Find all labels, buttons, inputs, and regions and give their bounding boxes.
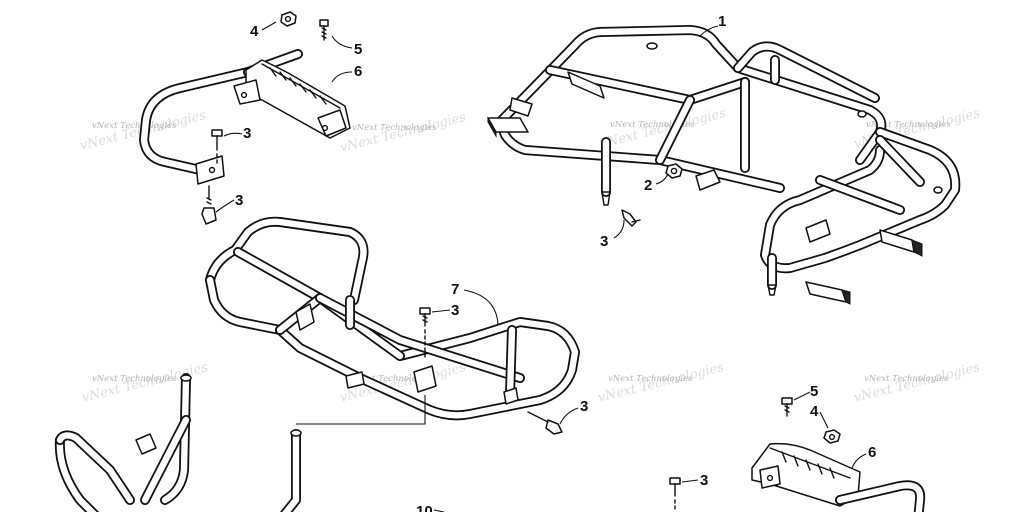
callout-3-front-right: 3 <box>580 398 588 415</box>
callout-5-right: 5 <box>810 383 818 400</box>
callout-4-right: 4 <box>810 403 819 420</box>
callout-3-left-lower: 3 <box>235 192 243 209</box>
nut-right <box>823 429 841 444</box>
bolt-front-top <box>419 307 431 361</box>
watermark-6: vNext Technologies <box>350 374 435 384</box>
callout-3-rear: 3 <box>600 233 608 250</box>
footrest-right <box>751 442 926 512</box>
watermark-1: vNext Technologies <box>92 121 177 131</box>
nut-rear <box>665 163 683 179</box>
callout-leaders <box>215 21 867 512</box>
bolt-rear <box>621 209 641 227</box>
callout-5-left: 5 <box>354 41 362 58</box>
bolt-front-right <box>527 411 563 435</box>
footrest-left <box>139 49 351 185</box>
callout-labels: 1 2 3 4 5 6 3 3 7 3 3 5 4 6 3 10 <box>235 13 876 512</box>
bolt-left-upper <box>211 129 223 167</box>
watermark-7: vNext Technologies <box>608 374 693 384</box>
bumper <box>54 373 426 512</box>
bolt-left-top <box>319 19 329 41</box>
watermark-2: vNext Technologies <box>352 123 437 133</box>
nut-left <box>280 11 297 27</box>
callout-3-front-top: 3 <box>451 302 459 319</box>
bolt-left-lower <box>201 185 217 225</box>
bolt-right-bottom <box>669 477 681 512</box>
callout-1: 1 <box>718 13 726 30</box>
callout-10: 10 <box>416 503 433 512</box>
callout-3-left-upper: 3 <box>243 125 251 142</box>
callout-3-right: 3 <box>700 472 708 489</box>
callout-6-right: 6 <box>868 444 876 461</box>
watermark-5: vNext Technologies <box>92 374 177 384</box>
callout-6-left: 6 <box>354 63 362 80</box>
callout-2: 2 <box>644 177 652 194</box>
callout-7: 7 <box>451 281 459 298</box>
rear-rack <box>487 25 961 305</box>
bolt-right-top <box>781 397 793 417</box>
front-rack <box>205 216 580 421</box>
watermark-4: vNext Technologies <box>866 120 951 130</box>
callout-4-left: 4 <box>250 23 259 40</box>
watermark-3: vNext Technologies <box>610 120 695 130</box>
watermark-8: vNext Technologies <box>864 374 949 384</box>
